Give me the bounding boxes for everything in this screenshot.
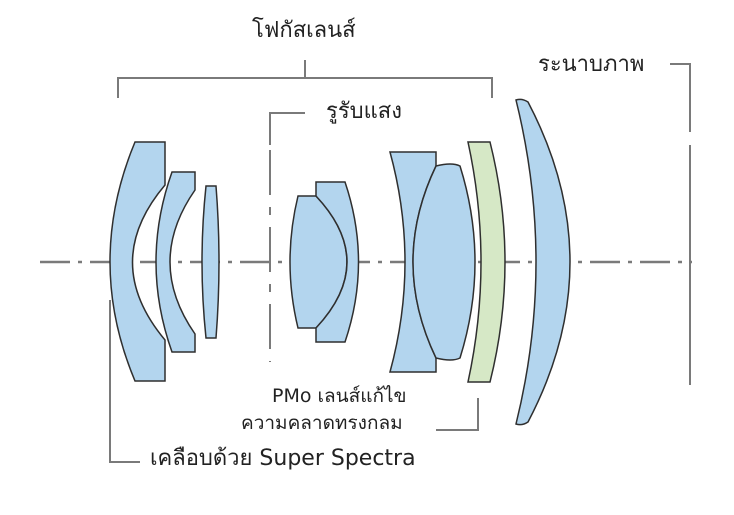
aperture-bracket bbox=[269, 112, 305, 145]
aperture-label: รูรับแสง bbox=[326, 99, 402, 124]
lens-element-1 bbox=[109, 141, 166, 382]
image-plane-label: ระนาบภาพ bbox=[538, 52, 645, 77]
pmo-label-line1: PMo เลนส์แก้ไข bbox=[272, 385, 407, 407]
coating-label: เคลือบด้วย Super Spectra bbox=[150, 446, 416, 471]
lens-element-3 bbox=[201, 185, 220, 339]
focus-group-bracket bbox=[117, 60, 493, 98]
lens-element-5 bbox=[315, 181, 360, 343]
lens-element-9 bbox=[515, 98, 571, 426]
focus-lens-group-label: โฟกัสเลนส์ bbox=[252, 18, 356, 43]
coating-leader bbox=[109, 300, 140, 463]
image-plane-bracket bbox=[670, 63, 691, 385]
lens-element-2 bbox=[155, 171, 196, 353]
lens-element-7 bbox=[412, 163, 476, 361]
pmo-leader bbox=[436, 398, 479, 431]
pmo-lens-element bbox=[467, 141, 506, 383]
pmo-label-line2: ความคลาดทรงกลม bbox=[241, 412, 403, 434]
